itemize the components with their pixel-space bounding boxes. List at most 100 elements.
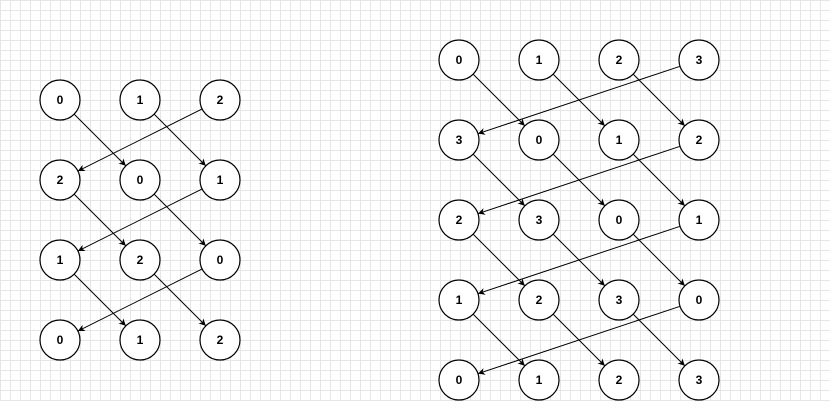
shift-arrow [631,232,686,287]
node-label: 1 [536,53,543,67]
node-outline [598,359,640,401]
node-label: 3 [536,213,543,227]
wrap-arrow [477,145,683,215]
node-outline [678,39,720,81]
node-circle: 3 [598,279,640,321]
node-label: 2 [456,213,463,227]
node-outline [39,79,81,121]
node-circle: 2 [119,239,161,281]
node-outline [598,119,640,161]
node-outline [438,279,480,321]
node-circle: 0 [438,359,480,401]
shift-arrow [152,112,207,167]
node-outline [119,319,161,361]
node-circle: 0 [119,159,161,201]
node-outline [438,39,480,81]
node-outline [678,279,720,321]
node-outline [119,239,161,281]
shift-arrow [72,192,127,247]
node-outline [119,159,161,201]
node-label: 1 [696,213,703,227]
shift-arrow [631,312,686,367]
node-label: 0 [456,53,463,67]
node-outline [39,319,81,361]
node-circle: 1 [598,119,640,161]
node-circle: 0 [199,239,241,281]
node-label: 1 [137,93,144,107]
shift-arrow [551,312,606,367]
node-label: 3 [456,133,463,147]
shift-arrow [471,312,526,367]
node-outline [518,119,560,161]
shift-arrow [551,72,606,127]
node-outline [598,199,640,241]
node-circle: 2 [438,199,480,241]
node-label: 2 [217,333,224,347]
shift-arrow [152,272,207,327]
node-label: 0 [616,213,623,227]
node-circle: 2 [518,279,560,321]
node-circle: 1 [39,239,81,281]
shift-arrow [631,152,686,207]
shift-arrow [471,152,526,207]
node-circle: 2 [598,39,640,81]
node-circle: 0 [39,319,81,361]
edges-layer [72,65,686,375]
node-outline [518,39,560,81]
node-label: 0 [137,173,144,187]
node-circle: 0 [678,279,720,321]
wrap-arrow [77,187,205,252]
node-label: 0 [57,93,64,107]
node-circle: 1 [678,199,720,241]
node-label: 1 [57,253,64,267]
node-outline [438,119,480,161]
wrap-arrow [477,305,683,375]
shift-arrow [152,192,207,247]
node-circle: 3 [678,39,720,81]
node-circle: 1 [119,79,161,121]
wrap-arrow [77,267,205,332]
node-label: 2 [137,253,144,267]
node-label: 1 [137,333,144,347]
node-label: 1 [456,293,463,307]
shift-arrow [471,232,526,287]
node-label: 0 [536,133,543,147]
node-label: 3 [696,53,703,67]
node-outline [518,359,560,401]
node-outline [199,239,241,281]
node-outline [518,199,560,241]
node-circle: 1 [438,279,480,321]
node-circle: 1 [199,159,241,201]
shift-arrow [471,72,526,127]
shift-arrow [631,72,686,127]
node-circle: 0 [598,199,640,241]
node-outline [438,199,480,241]
node-outline [598,39,640,81]
node-circle: 0 [39,79,81,121]
node-circle: 1 [518,359,560,401]
node-label: 1 [616,133,623,147]
node-circle: 1 [518,39,560,81]
node-outline [598,279,640,321]
node-label: 2 [696,133,703,147]
node-label: 2 [616,373,623,387]
node-outline [678,199,720,241]
node-circle: 2 [598,359,640,401]
node-outline [678,119,720,161]
node-label: 1 [217,173,224,187]
node-circle: 1 [119,319,161,361]
node-label: 0 [217,253,224,267]
node-outline [518,279,560,321]
node-circle: 2 [678,119,720,161]
node-label: 3 [616,293,623,307]
node-label: 0 [696,293,703,307]
node-circle: 3 [678,359,720,401]
node-circle: 3 [518,199,560,241]
node-label: 0 [456,373,463,387]
node-label: 2 [57,173,64,187]
node-circle: 2 [199,319,241,361]
node-outline [678,359,720,401]
wrap-arrow [77,107,205,172]
